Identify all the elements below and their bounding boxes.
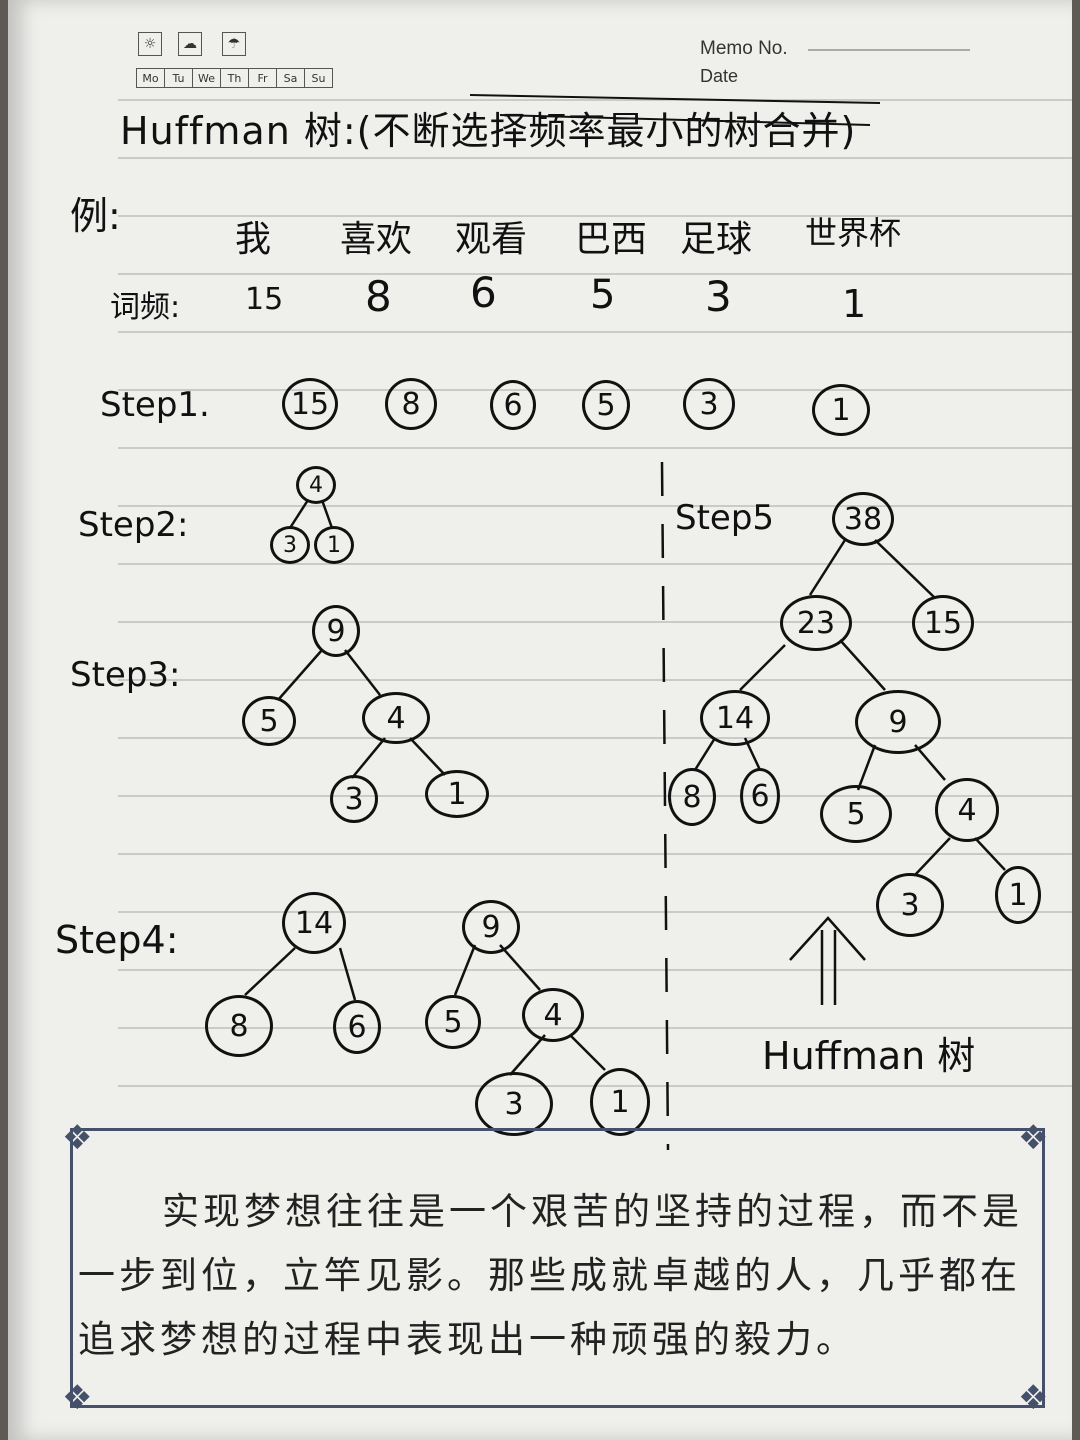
step3-label: Step3: xyxy=(70,655,181,695)
example-label: 例: xyxy=(70,194,121,238)
word-4: 巴西 xyxy=(575,219,648,260)
weekday-fr: Fr xyxy=(249,69,277,87)
step2-node-1: 1 xyxy=(314,526,354,564)
step5-node-15: 15 xyxy=(912,595,974,651)
corner-ornament-icon: ❖ xyxy=(62,1118,93,1158)
corner-ornament-icon: ❖ xyxy=(1018,1378,1049,1418)
step4-node-9: 9 xyxy=(462,900,520,954)
weekday-th: Th xyxy=(221,69,249,87)
word-5: 足球 xyxy=(680,219,753,260)
word-1: 我 xyxy=(235,219,272,260)
step5-node-38: 38 xyxy=(832,492,894,546)
step5-node-14: 14 xyxy=(700,690,770,746)
step4-node-6: 6 xyxy=(333,1000,381,1054)
step1-node-8: 8 xyxy=(385,378,437,430)
motivational-quote: 实现梦想往往是一个艰苦的坚持的过程，而不是一步到位，立竿见影。那些成就卓越的人，… xyxy=(78,1190,1023,1361)
step1-node-5: 5 xyxy=(582,380,630,430)
weekday-tu: Tu xyxy=(165,69,193,87)
weekday-mo: Mo xyxy=(137,69,165,87)
step3-node-1: 1 xyxy=(425,770,489,818)
step4-node-4: 4 xyxy=(522,988,584,1042)
step1-label: Step1. xyxy=(100,385,210,425)
word-6: 世界杯 xyxy=(805,214,902,252)
step5-label: Step5 xyxy=(675,498,775,538)
step1-node-1: 1 xyxy=(812,384,870,436)
corner-ornament-icon: ❖ xyxy=(62,1378,93,1418)
huffman-tree-label: Huffman 树 xyxy=(762,1034,976,1078)
step4-label: Step4: xyxy=(55,918,179,962)
weekday-we: We xyxy=(193,69,221,87)
freq-5: 3 xyxy=(705,272,732,321)
weekday-selector: Mo Tu We Th Fr Sa Su xyxy=(136,68,333,88)
step5-node-6: 6 xyxy=(740,768,780,824)
freq-6: 1 xyxy=(842,282,867,326)
corner-ornament-icon: ❖ xyxy=(1018,1118,1049,1158)
word-2: 喜欢 xyxy=(340,219,413,260)
freq-4: 5 xyxy=(590,272,616,318)
freq-1: 15 xyxy=(245,282,284,317)
step5-node-9: 9 xyxy=(855,690,941,754)
sun-icon: ☼ xyxy=(138,32,162,56)
frequency-label: 词频: xyxy=(110,290,181,325)
step2-node-3: 3 xyxy=(270,526,310,564)
step3-node-3: 3 xyxy=(330,775,378,823)
word-3: 观看 xyxy=(455,219,528,260)
step5-node-3: 3 xyxy=(876,873,944,937)
step5-node-23: 23 xyxy=(780,595,852,651)
step3-node-5: 5 xyxy=(242,696,296,746)
step4-node-14: 14 xyxy=(282,892,346,954)
step5-node-5: 5 xyxy=(820,785,892,843)
step1-node-6: 6 xyxy=(490,380,536,430)
memo-label: Memo No. xyxy=(700,38,788,59)
page-title: Huffman 树:(不断选择频率最小的树合并) xyxy=(120,109,857,153)
step2-node-4: 4 xyxy=(296,466,336,504)
step5-node-4: 4 xyxy=(935,778,999,842)
date-label: Date xyxy=(700,66,739,86)
step4-node-8: 8 xyxy=(205,995,273,1057)
umbrella-icon: ☂ xyxy=(222,32,246,56)
step4-node-1: 1 xyxy=(590,1068,650,1136)
weekday-su: Su xyxy=(311,71,326,85)
quote-frame xyxy=(70,1128,1045,1408)
weekday-sa: Sa xyxy=(277,69,305,87)
step1-node-3: 3 xyxy=(683,378,735,430)
cloud-sun-icon: ☁ xyxy=(178,32,202,56)
step4-node-5: 5 xyxy=(425,995,481,1049)
step5-node-1: 1 xyxy=(995,866,1041,924)
step2-label: Step2: xyxy=(78,505,189,545)
step1-node-15: 15 xyxy=(282,378,338,430)
step5-node-8: 8 xyxy=(668,768,716,826)
step4-node-3: 3 xyxy=(475,1072,553,1136)
step3-node-9: 9 xyxy=(312,605,360,657)
freq-3: 6 xyxy=(470,268,497,317)
step3-node-4: 4 xyxy=(362,692,430,744)
freq-2: 8 xyxy=(365,272,392,321)
